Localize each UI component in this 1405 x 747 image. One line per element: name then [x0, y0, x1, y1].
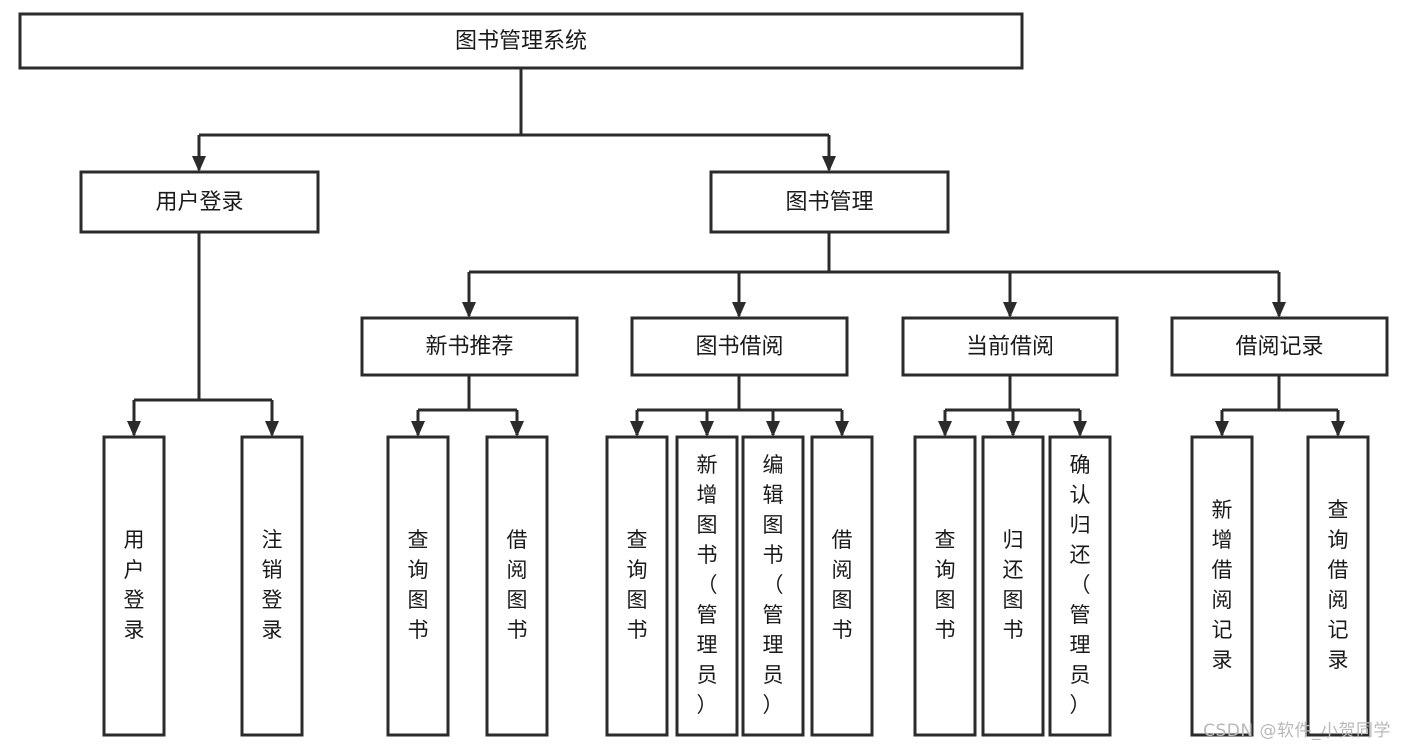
node-leaf-9-label: 归还图书: [1003, 528, 1024, 642]
node-leaf-2-box[interactable]: [386, 435, 450, 737]
connector-group: [630, 375, 849, 437]
node-leaf-3[interactable]: 借阅图书: [485, 435, 549, 737]
node-leaf-8[interactable]: 查询图书: [913, 435, 977, 737]
node-level3-0-label: 新书推荐: [425, 335, 513, 360]
node-leaf-11-box[interactable]: [1190, 435, 1254, 737]
node-level3-1-label: 图书借阅: [695, 335, 783, 360]
arrow-head-icon: [265, 421, 279, 437]
node-level3-3-label: 借阅记录: [1235, 335, 1323, 360]
node-level3-3[interactable]: 借阅记录: [1170, 316, 1389, 377]
node-level2-1-label: 图书管理: [785, 190, 873, 215]
arrow-head-icon: [630, 421, 644, 437]
arrow-head-icon: [510, 421, 524, 437]
node-leaf-6[interactable]: 编辑图书（管理员）: [741, 435, 805, 737]
node-leaf-10[interactable]: 确认归还（管理员）: [1048, 435, 1112, 737]
connector-group: [192, 68, 836, 172]
connector-group: [938, 375, 1087, 437]
node-level3-1-box[interactable]: [630, 316, 849, 377]
arrow-head-icon: [1272, 302, 1286, 318]
node-root-box[interactable]: [18, 12, 1024, 70]
node-leaf-6-box[interactable]: [741, 435, 805, 737]
arrow-head-icon: [192, 156, 206, 172]
node-level2-0-box[interactable]: [79, 170, 320, 234]
node-leaf-0-box[interactable]: [102, 435, 166, 737]
node-leaf-11[interactable]: 新增借阅记录: [1190, 435, 1254, 737]
connector-group: [462, 232, 1286, 318]
arrow-head-icon: [127, 421, 141, 437]
node-leaf-12-label: 查询借阅记录: [1328, 498, 1349, 672]
node-leaf-7-box[interactable]: [810, 435, 874, 737]
node-layer: 图书管理系统用户登录图书管理新书推荐图书借阅当前借阅借阅记录用户登录注销登录查询…: [18, 12, 1389, 737]
arrow-head-icon: [1003, 302, 1017, 318]
arrow-head-icon: [938, 421, 952, 437]
arrow-head-icon: [462, 302, 476, 318]
connector-group: [411, 375, 524, 437]
arrow-head-icon: [411, 421, 425, 437]
node-leaf-3-box[interactable]: [485, 435, 549, 737]
arrow-head-icon: [1073, 421, 1087, 437]
node-leaf-8-label: 查询图书: [935, 528, 956, 642]
node-leaf-5-label: 新增图书（管理员）: [697, 453, 718, 717]
node-level3-1[interactable]: 图书借阅: [630, 316, 849, 377]
node-leaf-0-label: 用户登录: [124, 528, 145, 642]
node-level2-0[interactable]: 用户登录: [79, 170, 320, 234]
node-level3-0[interactable]: 新书推荐: [360, 316, 579, 377]
node-leaf-0[interactable]: 用户登录: [102, 435, 166, 737]
node-leaf-6-label: 编辑图书（管理员）: [763, 453, 784, 717]
node-leaf-1[interactable]: 注销登录: [240, 435, 304, 737]
node-level2-1-box[interactable]: [709, 170, 950, 234]
node-leaf-8-box[interactable]: [913, 435, 977, 737]
node-level2-1[interactable]: 图书管理: [709, 170, 950, 234]
connector-group: [1215, 375, 1345, 437]
node-leaf-5-box[interactable]: [675, 435, 739, 737]
node-leaf-7[interactable]: 借阅图书: [810, 435, 874, 737]
arrow-head-icon: [835, 421, 849, 437]
node-leaf-4-box[interactable]: [605, 435, 669, 737]
arrow-head-icon: [732, 302, 746, 318]
node-leaf-2-label: 查询图书: [408, 528, 429, 642]
node-leaf-3-label: 借阅图书: [507, 528, 528, 642]
arrow-head-icon: [1006, 421, 1020, 437]
node-leaf-4[interactable]: 查询图书: [605, 435, 669, 737]
node-leaf-1-box[interactable]: [240, 435, 304, 737]
node-leaf-12[interactable]: 查询借阅记录: [1306, 435, 1370, 737]
node-root-label: 图书管理系统: [455, 29, 587, 54]
node-level3-3-box[interactable]: [1170, 316, 1389, 377]
node-leaf-2[interactable]: 查询图书: [386, 435, 450, 737]
node-leaf-4-label: 查询图书: [627, 528, 648, 642]
connector-group: [127, 232, 279, 437]
node-leaf-9[interactable]: 归还图书: [981, 435, 1045, 737]
node-leaf-11-label: 新增借阅记录: [1212, 498, 1233, 672]
node-level3-2[interactable]: 当前借阅: [901, 316, 1119, 377]
node-leaf-9-box[interactable]: [981, 435, 1045, 737]
arrow-head-icon: [822, 156, 836, 172]
connector-layer: [127, 68, 1345, 437]
node-leaf-10-box[interactable]: [1048, 435, 1112, 737]
node-root[interactable]: 图书管理系统: [18, 12, 1024, 70]
node-leaf-5[interactable]: 新增图书（管理员）: [675, 435, 739, 737]
arrow-head-icon: [700, 421, 714, 437]
node-level3-0-box[interactable]: [360, 316, 579, 377]
node-leaf-7-label: 借阅图书: [832, 528, 853, 642]
arrow-head-icon: [1331, 421, 1345, 437]
arrow-head-icon: [1215, 421, 1229, 437]
node-leaf-10-label: 确认归还（管理员）: [1070, 453, 1091, 717]
arrow-head-icon: [766, 421, 780, 437]
node-leaf-1-label: 注销登录: [262, 528, 283, 642]
node-level3-2-label: 当前借阅: [966, 335, 1054, 360]
node-level2-0-label: 用户登录: [155, 190, 243, 215]
node-leaf-12-box[interactable]: [1306, 435, 1370, 737]
node-level3-2-box[interactable]: [901, 316, 1119, 377]
